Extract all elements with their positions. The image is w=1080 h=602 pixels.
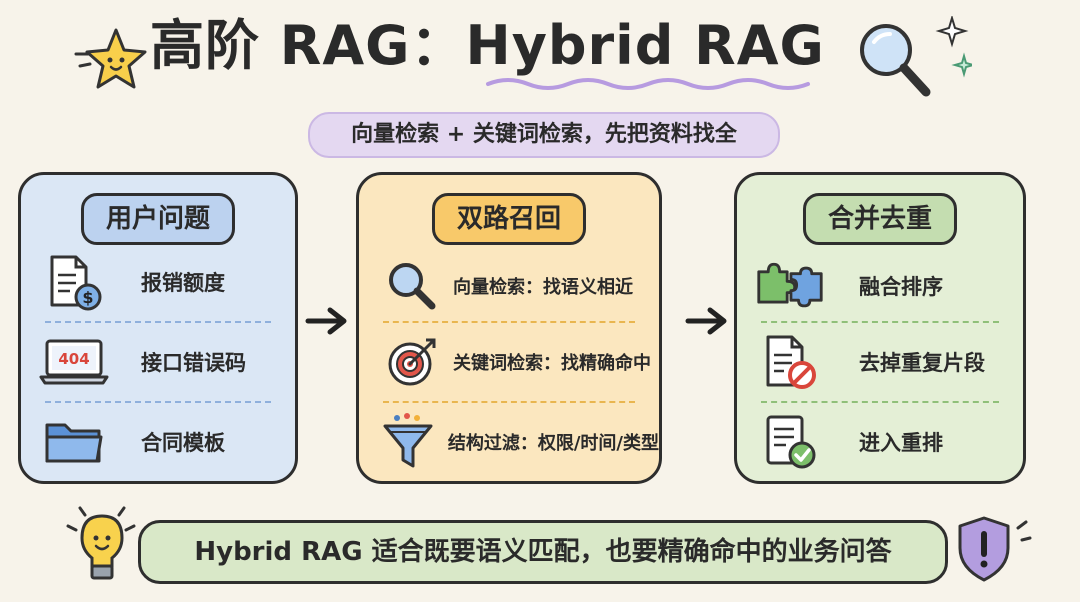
puzzle-icon xyxy=(755,255,825,317)
title-highlight: Hybrid RAG xyxy=(465,14,825,77)
title-underline xyxy=(486,78,810,90)
star-icon xyxy=(74,28,147,89)
list-item: 关键词检索：找精确命中 xyxy=(359,331,659,393)
page-title: 高阶 RAG：Hybrid RAG xyxy=(150,14,825,77)
item-label: 去掉重复片段 xyxy=(859,351,985,375)
target-icon xyxy=(377,331,447,393)
item-label: 接口错误码 xyxy=(141,351,246,375)
divider xyxy=(383,401,635,403)
divider xyxy=(45,401,271,403)
dual-recall-panel: 双路召回 向量检索：找语义相近 关键词检索：找精确命中 xyxy=(356,172,662,484)
summary-banner: Hybrid RAG 适合既要语义匹配，也要精确命中的业务问答 xyxy=(138,520,948,584)
list-item: 进入重排 xyxy=(737,411,1023,473)
arrow-right-icon xyxy=(305,307,347,335)
folder-icon xyxy=(39,411,109,473)
lightbulb-icon xyxy=(66,506,136,580)
divider xyxy=(383,321,635,323)
merge-dedup-panel: 合并去重 融合排序 去掉重复片段 xyxy=(734,172,1026,484)
svg-text:$: $ xyxy=(82,288,93,307)
document-remove-icon xyxy=(755,331,825,393)
subtitle-pill: 向量检索 + 关键词检索，先把资料找全 xyxy=(308,112,780,158)
item-label: 合同模板 xyxy=(141,431,225,455)
item-label: 进入重排 xyxy=(859,431,943,455)
arrow-right-icon xyxy=(685,307,727,335)
svg-text:404: 404 xyxy=(58,350,89,368)
item-label: 结构过滤：权限/时间/类型 xyxy=(447,433,659,454)
magnifier-icon xyxy=(860,16,972,97)
shield-alert-icon xyxy=(958,516,1032,582)
list-item: 合同模板 xyxy=(21,411,295,473)
magnifier-icon xyxy=(377,255,447,317)
funnel-icon xyxy=(377,411,442,473)
divider xyxy=(45,321,271,323)
invoice-icon: $ xyxy=(39,251,109,313)
divider xyxy=(761,401,999,403)
item-label: 融合排序 xyxy=(859,275,943,299)
panel-tag: 用户问题 xyxy=(80,193,236,245)
list-item: 融合排序 xyxy=(737,255,1023,317)
list-item: 结构过滤：权限/时间/类型 xyxy=(359,411,659,473)
item-label: 报销额度 xyxy=(141,271,225,295)
list-item: 向量检索：找语义相近 xyxy=(359,255,659,317)
user-question-panel: 用户问题 $ 报销额度 404 接口错误码 xyxy=(18,172,298,484)
checklist-icon xyxy=(755,411,825,473)
item-label: 关键词检索：找精确命中 xyxy=(453,353,651,374)
panel-tag: 双路召回 xyxy=(431,193,587,245)
list-item: $ 报销额度 xyxy=(21,251,295,313)
list-item: 去掉重复片段 xyxy=(737,331,1023,393)
item-label: 向量检索：找语义相近 xyxy=(453,277,633,298)
laptop-404-icon: 404 xyxy=(39,331,109,393)
divider xyxy=(761,321,999,323)
panel-tag: 合并去重 xyxy=(802,193,958,245)
list-item: 404 接口错误码 xyxy=(21,331,295,393)
